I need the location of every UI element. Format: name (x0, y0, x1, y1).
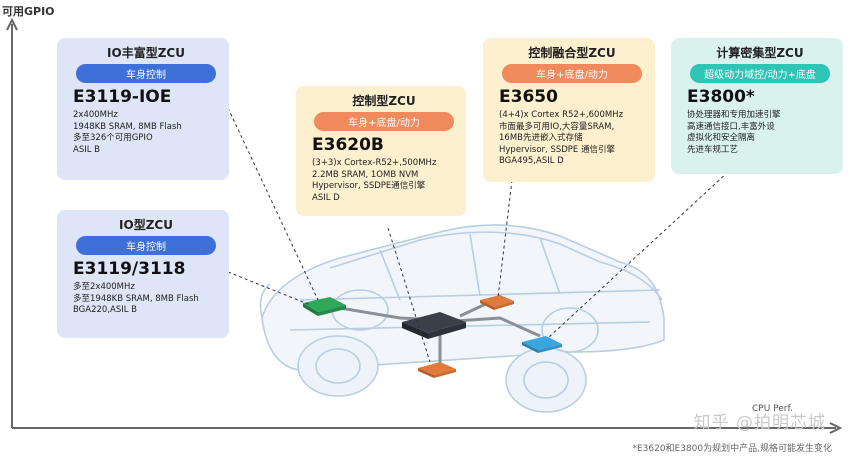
spec-line: 多至326个可用GPIO (73, 133, 153, 143)
spec-line: (4+4)x Cortex R52+,600MHz (499, 110, 624, 120)
category-tag: 车身+底盘/动力 (314, 112, 454, 131)
model-name: E3119/3118 (73, 259, 186, 279)
card-control-zcu: 控制型ZCU 车身+底盘/动力 E3620B (3+3)x Cortex-R52… (296, 86, 466, 216)
spec-line: Hypervisor, SSDPE 通信引擎 (499, 144, 615, 155)
spec-line: 高速通信接口,丰富外设 (687, 121, 775, 132)
module-front-blue (522, 336, 562, 353)
card-title: 计算密集型ZCU (716, 46, 804, 60)
model-name: E3650 (499, 87, 558, 107)
spec-line: 16MB先进嵌入式存储 (499, 133, 583, 143)
model-name: E3119-IOE (73, 87, 172, 107)
module-io-zcu (303, 297, 346, 316)
card-control-fusion-zcu: 控制融合型ZCU 车身+底盘/动力 E3650 (4+4)x Cortex R5… (483, 38, 655, 182)
module-central-controller (402, 312, 466, 339)
spec-line: (3+3)x Cortex-R52+,500MHz (312, 158, 437, 168)
watermark: 知乎 @拍明芯城 (693, 413, 826, 433)
card-title: 控制型ZCU (352, 94, 416, 108)
card-io-rich-zcu: IO丰富型ZCU 车身控制 E3119-IOE 2x400MHz 1948KB … (57, 38, 229, 180)
x-axis-arrow (829, 422, 843, 434)
category-tag: 车身控制 (76, 236, 216, 255)
card-title: IO丰富型ZCU (107, 46, 185, 60)
category-tag: 车身控制 (76, 64, 216, 83)
spec-line: 1948KB SRAM, 8MB Flash (73, 121, 182, 132)
module-front-orange (480, 295, 514, 310)
spec-line: 多至2x400MHz (73, 282, 135, 292)
spec-line: 虚拟化和安全隔离 (687, 133, 756, 143)
spec-line: BGA220,ASIL B (73, 305, 137, 315)
card-title: IO型ZCU (119, 218, 173, 232)
card-compute-intensive-zcu: 计算密集型ZCU 超级动力域控/动力+底盘 E3800* 协处理器和专用加速引擎… (671, 38, 843, 174)
leader-lines (227, 107, 729, 363)
spec-line: ASIL D (312, 192, 340, 203)
spec-line: 多至1948KB SRAM, 8MB Flash (73, 293, 199, 304)
spec-line: 2x400MHz (73, 110, 118, 120)
model-name: E3620B (312, 135, 384, 155)
module-rear-orange (418, 362, 456, 378)
spec-line: 2.2MB SRAM, 1OMB NVM (312, 169, 419, 180)
category-tag: 超级动力域控/动力+底盘 (690, 64, 830, 83)
y-axis-arrow (6, 17, 18, 31)
card-io-zcu: IO型ZCU 车身控制 E3119/3118 多至2x400MHz 多至1948… (57, 210, 229, 338)
spec-line: Hypervisor, SSDPE通信引擎 (312, 181, 426, 191)
footnote: *E3620和E3800为规划中产品,规格可能发生变化 (632, 444, 832, 454)
y-axis-label: 可用GPIO (2, 5, 55, 18)
spec-line: 协处理器和专用加速引擎 (687, 110, 781, 120)
category-tag: 车身+底盘/动力 (502, 64, 642, 83)
spec-line: BGA495,ASIL D (499, 156, 564, 166)
card-title: 控制融合型ZCU (528, 46, 616, 60)
spec-line: ASIL B (73, 144, 100, 155)
x-axis-label: CPU Perf. (752, 404, 793, 414)
model-name: E3800* (687, 87, 755, 107)
car-illustration (259, 224, 665, 413)
spec-line: 市面最多可用IO,大容量SRAM, (499, 121, 615, 132)
spec-line: 先进车规工艺 (687, 144, 739, 155)
